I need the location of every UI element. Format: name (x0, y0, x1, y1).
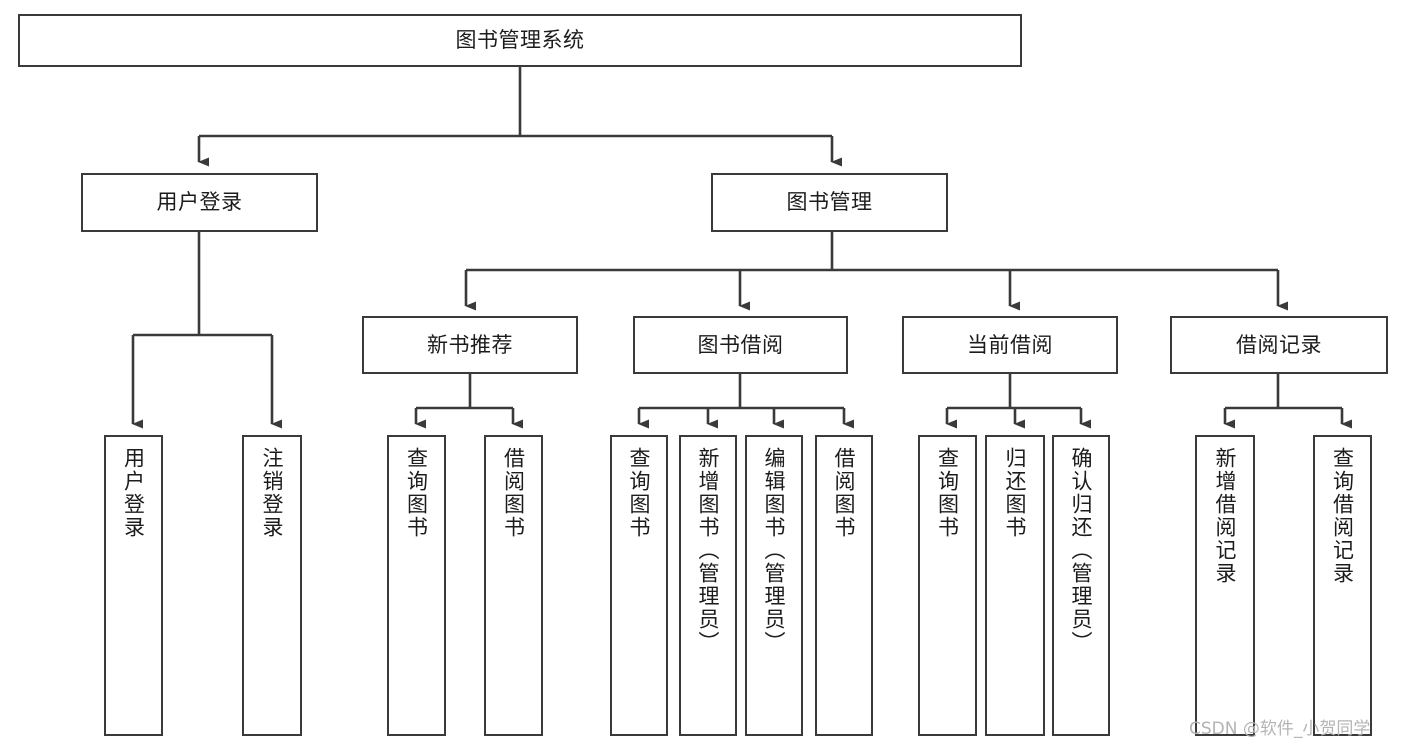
node-leaf-add-record[interactable]: 新增借阅记录 (1195, 435, 1255, 736)
node-leaf-user-login-label: 用户登录 (121, 447, 146, 539)
node-leaf-query-record-label: 查询借阅记录 (1330, 447, 1355, 585)
node-leaf-add-book-label: 新增图书（管理员） (696, 447, 721, 654)
node-leaf-query-book-3[interactable]: 查询图书 (918, 435, 977, 736)
node-leaf-edit-book[interactable]: 编辑图书（管理员） (745, 435, 803, 736)
node-leaf-user-login[interactable]: 用户登录 (104, 435, 163, 736)
node-root-label: 图书管理系统 (455, 28, 585, 53)
node-book-borrow-label: 图书借阅 (697, 332, 784, 357)
node-borrow-record[interactable]: 借阅记录 (1170, 316, 1388, 374)
node-leaf-return-book-label: 归还图书 (1003, 447, 1028, 539)
node-leaf-query-book-2-label: 查询图书 (627, 447, 652, 539)
node-leaf-logout[interactable]: 注销登录 (242, 435, 302, 736)
node-leaf-borrow-book-2[interactable]: 借阅图书 (815, 435, 873, 736)
watermark-text: CSDN @软件_小贺同学 (1189, 719, 1371, 739)
node-current-borrow-label: 当前借阅 (967, 332, 1053, 357)
node-leaf-borrow-book-1[interactable]: 借阅图书 (484, 435, 543, 736)
node-new-book-recommend-label: 新书推荐 (427, 332, 513, 357)
node-leaf-query-book-1-label: 查询图书 (404, 447, 429, 539)
node-book-management-label: 图书管理 (786, 190, 873, 215)
node-borrow-record-label: 借阅记录 (1236, 332, 1322, 357)
node-user-login-label: 用户登录 (156, 190, 243, 215)
node-current-borrow[interactable]: 当前借阅 (902, 316, 1118, 374)
node-user-login[interactable]: 用户登录 (81, 173, 318, 232)
node-leaf-borrow-book-2-label: 借阅图书 (832, 447, 857, 539)
node-leaf-add-record-label: 新增借阅记录 (1213, 447, 1238, 585)
node-leaf-query-record[interactable]: 查询借阅记录 (1313, 435, 1372, 736)
node-leaf-logout-label: 注销登录 (260, 447, 285, 539)
node-leaf-return-book[interactable]: 归还图书 (985, 435, 1045, 736)
node-leaf-edit-book-label: 编辑图书（管理员） (762, 447, 787, 654)
node-book-borrow[interactable]: 图书借阅 (633, 316, 848, 374)
node-leaf-query-book-2[interactable]: 查询图书 (610, 435, 668, 736)
node-leaf-query-book-3-label: 查询图书 (935, 447, 960, 539)
node-leaf-confirm-return[interactable]: 确认归还（管理员） (1052, 435, 1110, 736)
node-leaf-query-book-1[interactable]: 查询图书 (387, 435, 446, 736)
node-leaf-confirm-return-label: 确认归还（管理员） (1069, 447, 1094, 654)
node-book-management[interactable]: 图书管理 (711, 173, 948, 232)
node-leaf-add-book[interactable]: 新增图书（管理员） (679, 435, 737, 736)
node-leaf-borrow-book-1-label: 借阅图书 (501, 447, 526, 539)
node-new-book-recommend[interactable]: 新书推荐 (362, 316, 578, 374)
node-root[interactable]: 图书管理系统 (18, 14, 1022, 67)
